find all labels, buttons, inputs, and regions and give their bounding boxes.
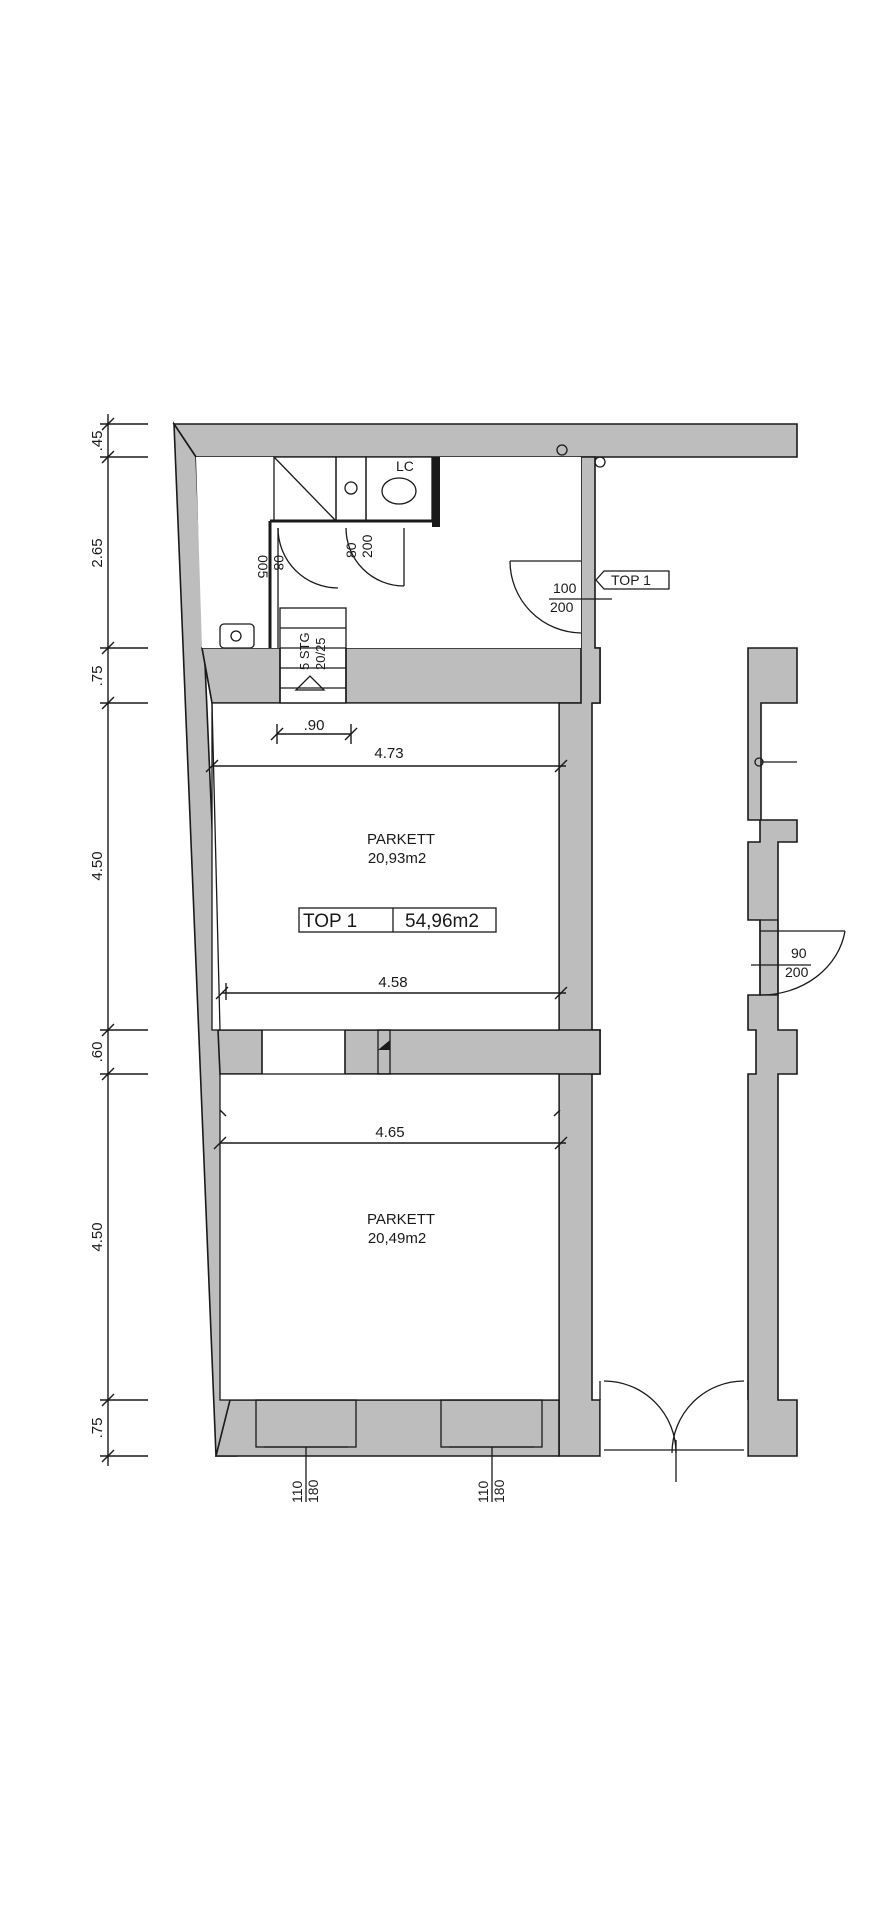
- dimension-458: 4.58: [215, 974, 568, 1000]
- entrance-door-width: 100: [553, 580, 577, 596]
- neighbour-wall: [747, 647, 798, 1457]
- room-1-floor-type: PARKETT: [367, 831, 435, 848]
- svg-text:4.73: 4.73: [374, 745, 403, 762]
- stairs: 5 STG 20/25: [279, 607, 347, 704]
- svg-text:110: 110: [289, 1480, 305, 1503]
- middle-wall-left: [217, 1029, 263, 1075]
- hall-room-wall-right: [345, 647, 601, 704]
- svg-text:005: 005: [255, 555, 271, 579]
- toilet-icon: [381, 477, 417, 505]
- svg-text:4.50: 4.50: [89, 851, 106, 880]
- unit-label-box: TOP 1 54,96m2: [298, 907, 497, 933]
- entrance-door[interactable]: 100 200: [509, 560, 612, 634]
- wc-door-swing[interactable]: [345, 527, 405, 587]
- stairs-ratio: 20/25: [313, 637, 328, 670]
- svg-text:180: 180: [305, 1479, 321, 1503]
- svg-text:200: 200: [785, 964, 809, 980]
- pipe-icon-2: [594, 456, 606, 468]
- middle-wall-right: [344, 1029, 601, 1075]
- vertical-dimension-chain: .45 2.65 .75 4.50 .60 4.50 .75: [89, 414, 148, 1466]
- side-door[interactable]: 90 200: [751, 919, 846, 996]
- svg-text:.60: .60: [89, 1042, 106, 1063]
- wc-label: LC: [396, 458, 414, 474]
- top-wall: [172, 423, 798, 458]
- pipe-icon: [556, 444, 568, 456]
- bath-door-swing[interactable]: [277, 527, 339, 589]
- room-2-floor: [220, 1074, 559, 1400]
- room-2-area: 20,49m2: [368, 1230, 426, 1247]
- svg-text:80: 80: [343, 542, 359, 558]
- svg-text:4.58: 4.58: [378, 974, 407, 991]
- stairs-steps: 5 STG: [297, 632, 312, 670]
- svg-text:200: 200: [359, 534, 375, 558]
- dimension-465: 4.65: [213, 1109, 568, 1150]
- hall-floor: [196, 457, 581, 648]
- svg-text:2.65: 2.65: [89, 538, 106, 567]
- stair-arrow-icon: [294, 675, 326, 691]
- bath-door-label: 08 005: [255, 555, 287, 579]
- svg-text:.75: .75: [89, 1418, 106, 1439]
- svg-text:110: 110: [475, 1480, 491, 1503]
- dimension-473: 4.73: [205, 745, 568, 773]
- double-door[interactable]: [599, 1380, 749, 1482]
- room-2-floor-type: PARKETT: [367, 1211, 435, 1228]
- wet-area: LC: [219, 456, 440, 649]
- middle-opening[interactable]: [377, 1029, 391, 1075]
- svg-text:TOP 1: TOP 1: [611, 572, 651, 588]
- room-1-floor: [212, 703, 559, 1030]
- dimension-090: .90: [270, 717, 358, 744]
- svg-text:08: 08: [271, 555, 287, 571]
- wc-door-label: 80 200: [343, 534, 375, 558]
- svg-text:4.65: 4.65: [375, 1124, 404, 1141]
- svg-text:.90: .90: [304, 717, 325, 734]
- window-left: 110 180: [255, 1399, 357, 1503]
- unit-area: 54,96m2: [405, 911, 479, 932]
- window-right: 110 180: [440, 1399, 543, 1503]
- room-1-area: 20,93m2: [368, 850, 426, 867]
- entrance-tag: TOP 1: [595, 570, 670, 590]
- svg-text:180: 180: [491, 1479, 507, 1503]
- svg-text:.75: .75: [89, 666, 106, 687]
- sink-left: [219, 623, 255, 649]
- svg-text:90: 90: [791, 945, 807, 961]
- svg-text:4.50: 4.50: [89, 1222, 106, 1251]
- entrance-door-height: 200: [550, 599, 574, 615]
- hall-room-wall-left: [201, 647, 281, 704]
- svg-text:.45: .45: [89, 431, 106, 452]
- unit-label: TOP 1: [303, 911, 357, 932]
